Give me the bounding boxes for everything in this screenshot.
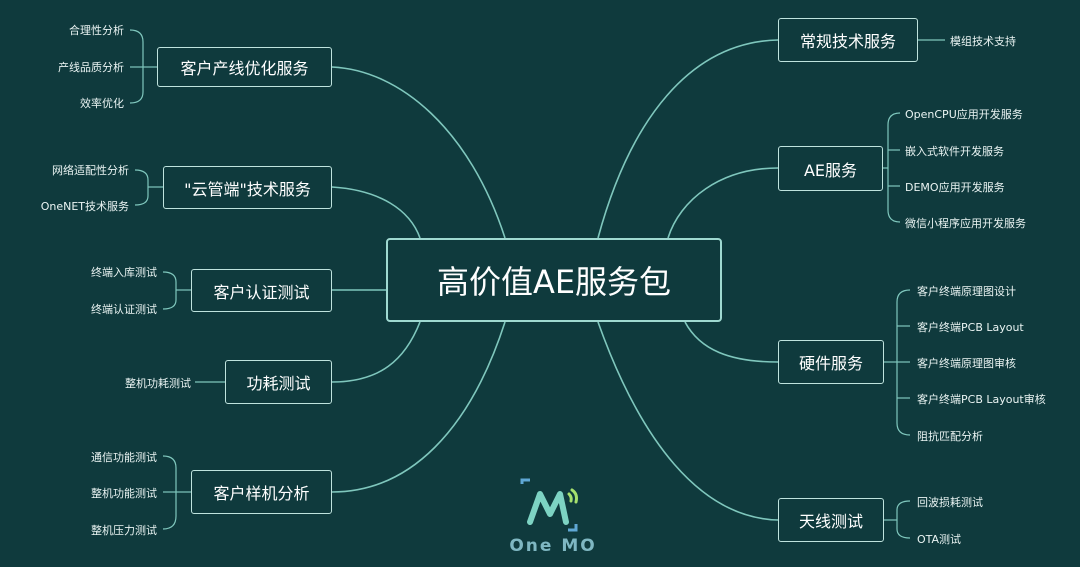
node-customer-line-optimization: 客户产线优化服务 bbox=[157, 47, 332, 87]
link-left-1 bbox=[331, 66, 506, 239]
link-right-1 bbox=[597, 39, 779, 239]
leaf-item: 终端入库测试 bbox=[91, 266, 157, 279]
leaf-item: OpenCPU应用开发服务 bbox=[905, 108, 1023, 121]
leaf-item: 网络适配性分析 bbox=[52, 164, 129, 177]
center-title: 高价值AE服务包 bbox=[436, 263, 672, 301]
leaf-item: 产线品质分析 bbox=[58, 61, 124, 74]
leaf-item: 整机功耗测试 bbox=[125, 377, 191, 390]
leaf-item: 阻抗匹配分析 bbox=[917, 430, 983, 443]
leaf-item: 回波损耗测试 bbox=[917, 496, 983, 509]
node-regular-tech-service: 常规技术服务 bbox=[778, 18, 918, 62]
onemo-logo-text: One MO bbox=[509, 536, 597, 556]
leaf-item: 通信功能测试 bbox=[91, 451, 157, 464]
node-label: 天线测试 bbox=[798, 512, 863, 531]
node-power-test: 功耗测试 bbox=[225, 360, 332, 404]
node-ae-service: AE服务 bbox=[778, 146, 883, 191]
leaf-item: 合理性分析 bbox=[69, 24, 124, 37]
leaf-item: 客户终端PCB Layout审核 bbox=[917, 393, 1046, 406]
leaf-item: 效率优化 bbox=[80, 97, 124, 110]
leaf-item: DEMO应用开发服务 bbox=[905, 181, 1005, 194]
node-label: 客户样机分析 bbox=[213, 484, 310, 503]
leaf-item: 客户终端原理图审核 bbox=[917, 357, 1016, 370]
onemo-logo-icon bbox=[520, 478, 578, 532]
center-node: 高价值AE服务包 bbox=[386, 238, 722, 322]
link-right-4 bbox=[597, 321, 779, 521]
node-antenna-test: 天线测试 bbox=[778, 498, 884, 542]
node-prototype-analysis: 客户样机分析 bbox=[191, 470, 332, 514]
node-label: 常规技术服务 bbox=[799, 32, 896, 51]
leaf-item: OTA测试 bbox=[917, 533, 962, 546]
link-right-3 bbox=[684, 321, 779, 363]
leaf-item: 终端认证测试 bbox=[91, 303, 157, 316]
leaf-item: 模组技术支持 bbox=[950, 35, 1016, 48]
node-label: 功耗测试 bbox=[246, 374, 311, 393]
link-left-5 bbox=[331, 321, 506, 493]
leaf-item: 嵌入式软件开发服务 bbox=[905, 145, 1004, 158]
node-customer-certification: 客户认证测试 bbox=[191, 269, 332, 312]
node-hardware-service: 硬件服务 bbox=[778, 340, 884, 384]
leaf-item: OneNET技术服务 bbox=[40, 200, 129, 213]
link-left-2 bbox=[331, 186, 421, 239]
leaf-item: 微信小程序应用开发服务 bbox=[905, 217, 1026, 230]
node-label: "云管端"技术服务 bbox=[184, 179, 311, 199]
leaf-item: 客户终端PCB Layout bbox=[917, 321, 1024, 334]
leaf-item: 整机功能测试 bbox=[91, 487, 157, 500]
leaf-item: 整机压力测试 bbox=[91, 524, 157, 537]
leaf-item: 客户终端原理图设计 bbox=[917, 285, 1016, 298]
node-cloud-pipe-end: "云管端"技术服务 bbox=[163, 166, 332, 209]
link-right-2 bbox=[667, 167, 779, 239]
node-label: 硬件服务 bbox=[798, 354, 863, 373]
node-label: AE服务 bbox=[803, 160, 858, 180]
node-label: 客户产线优化服务 bbox=[180, 59, 309, 78]
link-left-4 bbox=[331, 321, 421, 383]
node-label: 客户认证测试 bbox=[213, 282, 310, 302]
